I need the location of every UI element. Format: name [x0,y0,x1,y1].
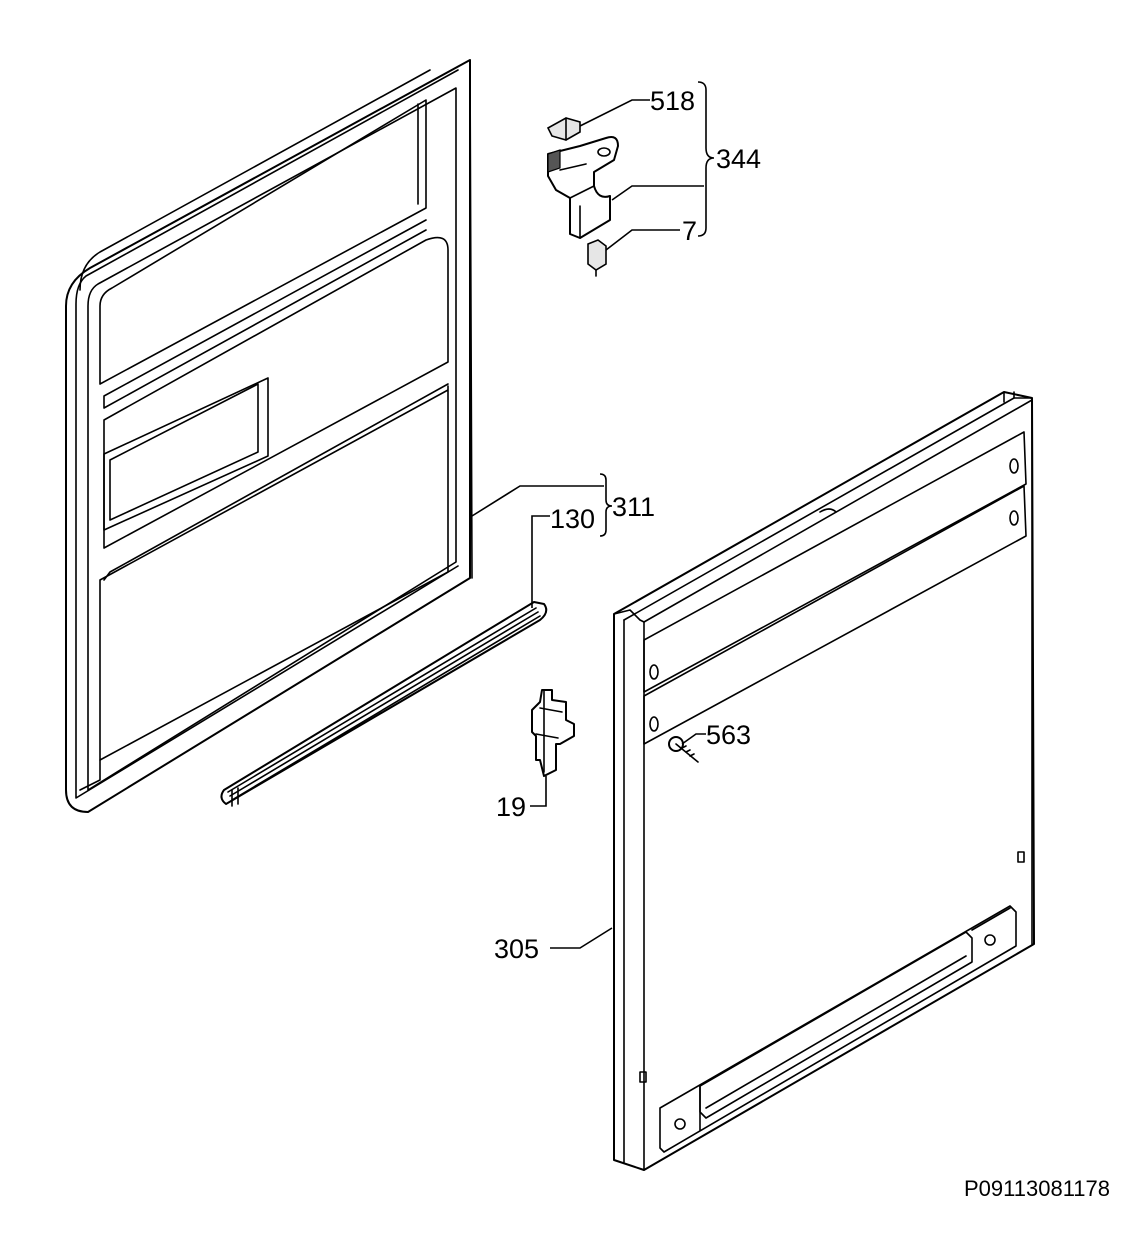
label-130: 130 [550,504,595,534]
label-563: 563 [706,720,751,750]
leader-lines [471,81,715,949]
inner-door-panel [65,59,473,813]
label-305: 305 [494,934,539,964]
reference-code: P09113081178 [964,1176,1110,1201]
screw-part [668,736,699,763]
door-seal-strip [220,601,548,807]
door-lock-assembly [546,117,619,277]
hinge-bracket [531,689,575,777]
label-311: 311 [612,492,655,522]
label-7: 7 [682,216,697,246]
label-344: 344 [716,144,761,174]
label-19: 19 [496,792,526,822]
outer-door-panel [613,391,1035,1171]
label-518: 518 [650,86,695,116]
